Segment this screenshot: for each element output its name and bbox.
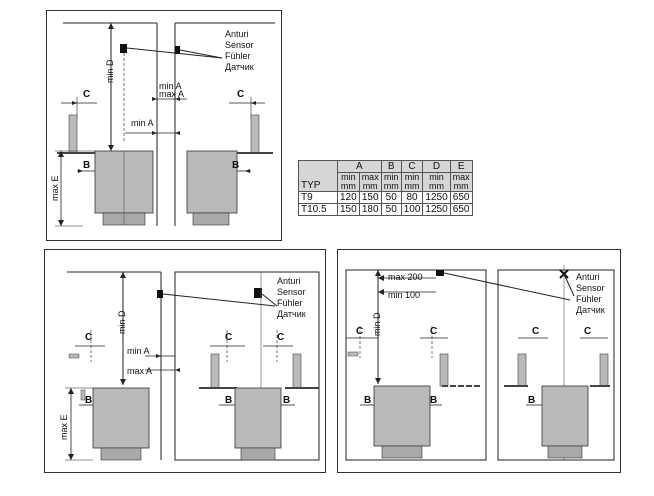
min-d-label: min D <box>372 312 382 336</box>
min-d-label: min D <box>105 59 115 83</box>
diagram-ceiling-sensor: max 200 min 100 min D C C C C B B B Antu… <box>345 265 615 461</box>
col-header-d: D <box>422 160 451 173</box>
sensor-legend: Anturi Sensor Fühler Датчик <box>277 276 306 319</box>
heater-unit <box>541 385 589 447</box>
col-header-c: C <box>400 160 424 173</box>
svg-text:Датчик: Датчик <box>277 309 306 319</box>
svg-text:Fühler: Fühler <box>225 51 251 61</box>
diagram-panel-ceiling-sensor: max 200 min 100 min D C C C C B B B Antu… <box>337 249 621 473</box>
col-header-b: B <box>380 160 402 173</box>
typ-header: TYP <box>298 160 338 192</box>
min-a-label: min A <box>127 346 150 356</box>
svg-text:Датчик: Датчик <box>225 62 254 72</box>
svg-text:Anturi: Anturi <box>576 272 600 282</box>
max-e-label: max E <box>59 414 69 440</box>
min-a-label: min A <box>131 118 154 128</box>
c-label: C <box>356 326 363 337</box>
heater-unit <box>373 385 431 447</box>
b-label: B <box>364 395 371 406</box>
table-row: T10.5 150 180 50 100 1250 650 <box>298 203 473 216</box>
svg-text:Sensor: Sensor <box>277 287 306 297</box>
b-label: B <box>225 395 232 406</box>
sensor-marker <box>120 44 127 53</box>
svg-text:Fühler: Fühler <box>277 298 303 308</box>
max-e-label: max E <box>50 175 60 201</box>
c-label: C <box>85 332 92 343</box>
svg-text:Датчик: Датчик <box>576 305 605 315</box>
b-label: B <box>83 160 90 171</box>
c-label: C <box>237 89 244 100</box>
c-label: C <box>430 326 437 337</box>
diagram-corner: min D C C C min A max A B B B max E Antu… <box>59 271 320 461</box>
c-label: C <box>225 332 232 343</box>
sensor-marker <box>157 290 163 298</box>
diagram-wall-mount: min D min A max A min A C C B B max E An… <box>50 22 275 227</box>
b-label: B <box>430 395 437 406</box>
heater-unit <box>92 387 150 449</box>
diagram-panel-wall-mount: min D min A max A min A C C B B max E An… <box>46 10 282 241</box>
sensor-marker <box>436 270 444 276</box>
heater-unit <box>186 150 238 214</box>
svg-text:Sensor: Sensor <box>225 40 254 50</box>
max-a-label: max A <box>127 366 152 376</box>
c-label: C <box>532 326 539 337</box>
max-a-label: max A <box>159 89 184 99</box>
c-label: C <box>584 326 591 337</box>
b-label: B <box>232 160 239 171</box>
svg-text:Fühler: Fühler <box>576 294 602 304</box>
c-label: C <box>83 89 90 100</box>
heater-unit <box>234 387 282 449</box>
min-d-label: min D <box>117 310 127 334</box>
sensor-marker <box>175 46 180 54</box>
c-label: C <box>277 332 284 343</box>
col-header-e: E <box>449 160 473 173</box>
min-100-label: min 100 <box>388 290 420 300</box>
table-row: T9 120 150 50 80 1250 650 <box>298 191 473 204</box>
b-label: B <box>528 395 535 406</box>
sensor-marker <box>254 288 262 298</box>
svg-text:Anturi: Anturi <box>277 276 301 286</box>
b-label: B <box>85 395 92 406</box>
sensor-legend: Anturi Sensor Fühler Датчик <box>225 29 254 72</box>
col-header-a: A <box>337 160 382 173</box>
sensor-legend: Anturi Sensor Fühler Датчик <box>576 272 605 315</box>
b-label: B <box>283 395 290 406</box>
min-a-label: min A <box>159 81 182 91</box>
svg-text:Anturi: Anturi <box>225 29 249 39</box>
diagram-panel-corner: min D C C C min A max A B B B max E Antu… <box>44 249 326 473</box>
max-200-label: max 200 <box>388 272 423 282</box>
svg-text:Sensor: Sensor <box>576 283 605 293</box>
